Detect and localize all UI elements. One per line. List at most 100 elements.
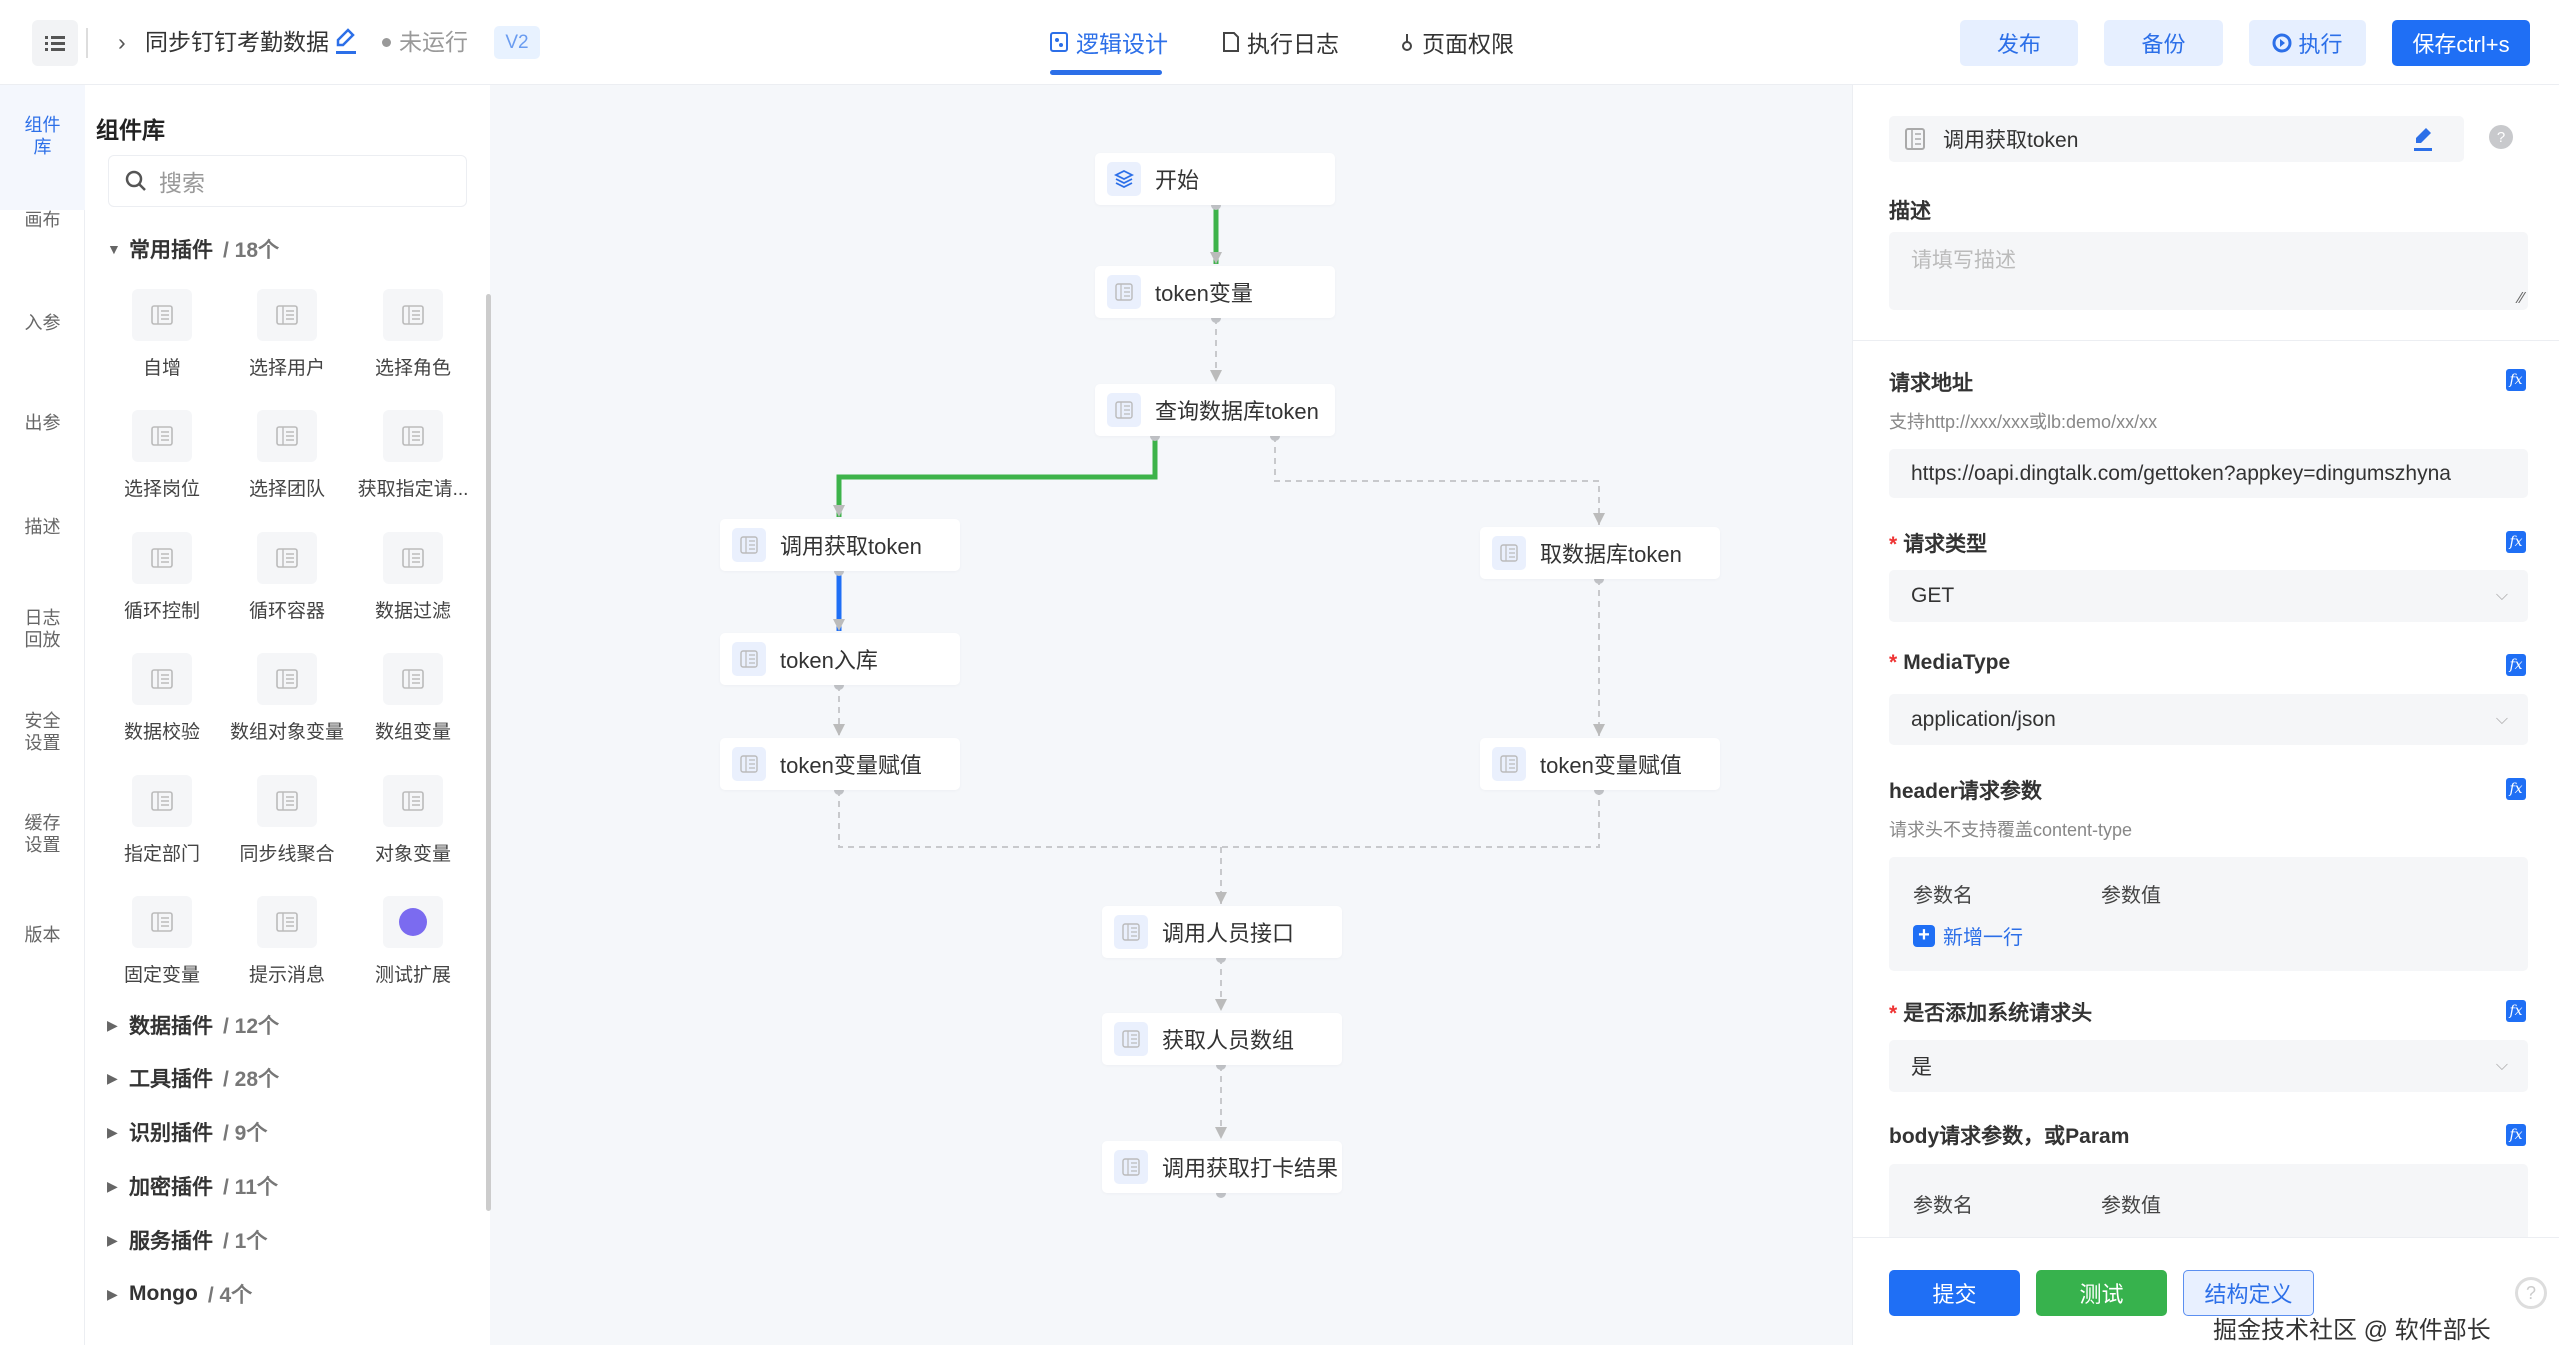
component-item[interactable]: 同步线聚合 — [227, 775, 347, 866]
component-item[interactable]: 选择用户 — [227, 289, 347, 380]
node-label: 开始 — [1155, 168, 1200, 193]
component-library: 组件库 搜索 ▼常用插件/ 18个▶数据插件/ 12个▶工具插件/ 28个▶识别… — [85, 85, 491, 1345]
watermark: 掘金技术社区 @ 软件部长 — [2213, 1317, 2491, 1344]
publish-button[interactable]: 发布 — [1960, 20, 2078, 66]
component-item[interactable]: 提示消息 — [227, 896, 347, 987]
fx-icon[interactable]: fx — [2506, 654, 2526, 676]
flow-node[interactable]: 查询数据库token — [1095, 384, 1335, 436]
component-item[interactable]: 选择角色 — [353, 289, 473, 380]
tab-execution-log[interactable]: 执行日志 — [1223, 24, 1339, 60]
sys-header-label: *是否添加系统请求头 — [1889, 1002, 2093, 1025]
component-item[interactable]: 自增 — [102, 289, 222, 380]
component-item[interactable]: 固定变量 — [102, 896, 222, 987]
flow-node[interactable]: token变量 — [1095, 266, 1335, 318]
flow-node[interactable]: 取数据库token — [1480, 527, 1720, 579]
run-button[interactable]: 执行 — [2249, 20, 2366, 66]
add-header-row-button[interactable]: +新增一行 — [1913, 921, 2023, 950]
component-item[interactable]: 数组变量 — [353, 653, 473, 744]
rail-label: 组件库 — [24, 115, 61, 157]
section-name: 工具插件 — [129, 1068, 213, 1091]
menu-button[interactable] — [32, 20, 78, 66]
edit-icon[interactable] — [2412, 126, 2434, 152]
flow-edge[interactable] — [836, 436, 1158, 517]
media-type-select[interactable]: application/json⌵ — [1889, 694, 2528, 745]
help-float-icon[interactable]: ? — [2515, 1277, 2547, 1309]
flow-edge[interactable] — [838, 790, 1600, 848]
component-item[interactable]: 获取指定请... — [353, 410, 473, 501]
help-icon[interactable]: ? — [2489, 125, 2513, 149]
library-scrollbar[interactable] — [486, 294, 491, 1211]
tab-page-permission[interactable]: 页面权限 — [1400, 24, 1514, 60]
method-select[interactable]: GET⌵ — [1889, 570, 2528, 622]
component-item[interactable]: 循环控制 — [102, 532, 222, 623]
section-header[interactable]: ▶Mongo/ 4个 — [107, 1279, 252, 1309]
flow-node[interactable]: token入库 — [720, 633, 960, 685]
component-item[interactable]: 选择岗位 — [102, 410, 222, 501]
section-header[interactable]: ▼常用插件/ 18个 — [107, 234, 279, 264]
component-item[interactable]: 循环容器 — [227, 532, 347, 623]
section-header[interactable]: ▶服务插件/ 1个 — [107, 1225, 267, 1255]
desc-placeholder: 请填写描述 — [1911, 249, 2016, 272]
component-item[interactable]: 指定部门 — [102, 775, 222, 866]
rail-item-version[interactable]: 版本 — [0, 920, 85, 946]
desc-label: 描述 — [1889, 200, 1931, 223]
component-item[interactable]: 对象变量 — [353, 775, 473, 866]
backup-button[interactable]: 备份 — [2104, 20, 2223, 66]
search-input[interactable]: 搜索 — [108, 155, 467, 207]
rail-item-puzzle[interactable]: 组件库 — [0, 85, 85, 210]
rail-item-describe[interactable]: 描述 — [0, 512, 85, 538]
rail-item-code-out[interactable]: 出参 — [0, 408, 85, 434]
rail-item-shield[interactable]: 安全设置 — [0, 706, 85, 754]
extension-icon — [399, 908, 427, 936]
flow-node[interactable]: 调用获取token — [720, 519, 960, 571]
rail-item-code-in[interactable]: 入参 — [0, 308, 85, 334]
chevron-right-icon[interactable]: › — [118, 29, 126, 55]
section-count: / 9个 — [223, 1122, 268, 1145]
arrow-head — [1215, 892, 1227, 904]
param-value-header: 参数值 — [2101, 885, 2161, 907]
rail-item-log-replay[interactable]: 日志回放 — [0, 603, 85, 651]
fx-icon[interactable]: fx — [2506, 369, 2526, 391]
key-icon — [1402, 34, 1412, 51]
sys-header-select[interactable]: 是⌵ — [1889, 1040, 2528, 1092]
test-button[interactable]: 测试 — [2036, 1270, 2167, 1316]
section-header[interactable]: ▶工具插件/ 28个 — [107, 1063, 279, 1093]
schema-button[interactable]: 结构定义 — [2183, 1270, 2314, 1316]
flow-node[interactable]: 获取人员数组 — [1102, 1013, 1342, 1065]
component-item[interactable]: 数据校验 — [102, 653, 222, 744]
flow-node[interactable]: token变量赋值 — [720, 738, 960, 790]
flow-node[interactable]: 调用获取打卡结果 — [1102, 1141, 1342, 1193]
fx-icon[interactable]: fx — [2506, 531, 2526, 553]
media-value: application/json — [1911, 707, 2056, 731]
component-label: 对象变量 — [374, 844, 451, 865]
component-item[interactable]: 测试扩展 — [353, 896, 473, 987]
desc-textarea[interactable]: 请填写描述 ⁄⁄ — [1889, 232, 2528, 310]
edit-icon[interactable] — [334, 28, 356, 56]
version-badge: V2 — [494, 26, 540, 59]
flow-node[interactable]: 调用人员接口 — [1102, 906, 1342, 958]
node-label: token变量 — [1155, 281, 1253, 306]
fx-icon[interactable]: fx — [2506, 1124, 2526, 1146]
flow-node[interactable]: 开始 — [1095, 153, 1335, 205]
component-item[interactable]: 数组对象变量 — [227, 653, 347, 744]
url-input[interactable]: https://oapi.dingtalk.com/gettoken?appke… — [1889, 449, 2528, 498]
rail-item-clock[interactable]: 缓存设置 — [0, 808, 85, 856]
section-header[interactable]: ▶识别插件/ 9个 — [107, 1117, 267, 1147]
section-header[interactable]: ▶数据插件/ 12个 — [107, 1010, 279, 1040]
section-count: / 28个 — [223, 1068, 280, 1091]
rail-item-canvas[interactable]: 画布 — [0, 205, 85, 231]
fx-icon[interactable]: fx — [2506, 1000, 2526, 1022]
component-item[interactable]: 选择团队 — [227, 410, 347, 501]
save-button[interactable]: 保存ctrl+s — [2392, 20, 2530, 66]
component-item[interactable]: 数据过滤 — [353, 532, 473, 623]
resize-handle-icon[interactable]: ⁄⁄ — [2518, 290, 2524, 307]
section-header[interactable]: ▶加密插件/ 11个 — [107, 1171, 278, 1201]
flow-node[interactable]: token变量赋值 — [1480, 738, 1720, 790]
component-tile — [257, 653, 317, 705]
submit-button[interactable]: 提交 — [1889, 1270, 2020, 1316]
flow-canvas[interactable]: 开始 token变量查询数据库token 调用获取token 取数据库token tok… — [490, 85, 1852, 1345]
flow-edge[interactable] — [1274, 436, 1600, 525]
fx-icon[interactable]: fx — [2506, 778, 2526, 800]
node-name-field[interactable]: 调用获取token — [1889, 116, 2464, 162]
tab-logic-design[interactable]: 逻辑设计 — [1050, 24, 1168, 60]
